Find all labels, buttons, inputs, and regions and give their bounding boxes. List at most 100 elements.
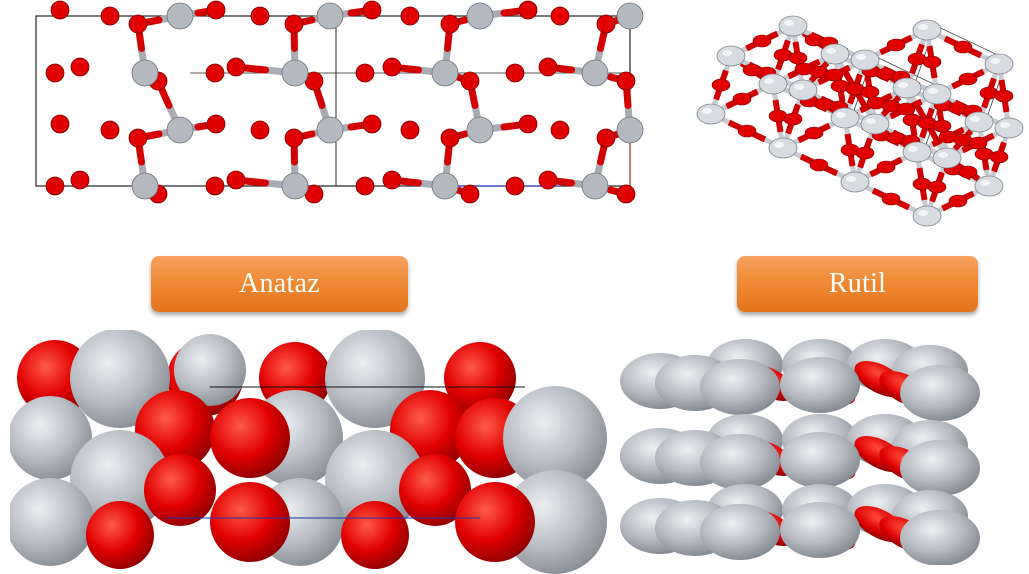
titanium-atom-highlight (764, 78, 774, 84)
titanium-atom-highlight (980, 180, 990, 186)
titanium-sphere (70, 430, 170, 530)
oxygen-atom (518, 0, 538, 20)
oxygen-atom (886, 38, 906, 52)
titanium-sphere (70, 330, 170, 428)
oxygen-atom (128, 128, 148, 148)
rutile-space-filling-model (620, 339, 980, 565)
titanium-atom (932, 147, 962, 169)
cell-edge (934, 24, 1008, 60)
titanium-atom-highlight (702, 108, 712, 114)
oxygen-atom (809, 158, 829, 172)
anatase-space-filling-cell-lines (165, 386, 525, 519)
oxygen-atom (596, 128, 616, 148)
oxygen-atom (711, 78, 731, 92)
titanium-atom-highlight (866, 118, 876, 124)
oxygen-atom (400, 6, 420, 26)
oxygen-atom (948, 194, 968, 208)
oxygen-sphere (455, 482, 535, 562)
titanium-atom (758, 73, 788, 95)
oxygen-atom (876, 160, 896, 174)
titanium-atom (912, 19, 942, 41)
oxygen-sphere (444, 342, 516, 414)
titanium-atom-highlight (1000, 122, 1010, 128)
titanium-atom-highlight (794, 84, 804, 90)
oxygen-atom (958, 165, 978, 179)
titanium-sphere (700, 434, 780, 490)
titanium-atom-highlight (826, 48, 836, 54)
oxygen-sphere (144, 454, 216, 526)
titanium-atom (778, 15, 808, 37)
anatase-ball-and-stick-model (35, 0, 644, 204)
titanium-sphere (174, 334, 246, 406)
oxygen-atom (855, 146, 875, 160)
titanium-atom (166, 116, 194, 144)
titanium-atom (902, 141, 932, 163)
oxygen-sphere (210, 482, 290, 562)
anatase-atoms (45, 0, 644, 204)
titanium-atom (316, 116, 344, 144)
titanium-sphere (700, 359, 780, 415)
oxygen-atom (881, 192, 901, 206)
oxygen-sphere (86, 501, 154, 569)
oxygen-atom (50, 0, 70, 20)
titanium-atom-highlight (938, 152, 948, 158)
titanium-atom (131, 59, 159, 87)
titanium-atom (281, 172, 309, 200)
titanium-atom-highlight (908, 146, 918, 152)
oxygen-atom (989, 150, 1009, 164)
oxygen-atom (860, 85, 880, 99)
titanium-atom (716, 45, 746, 67)
oxygen-atom (362, 114, 382, 134)
oxygen-atom (752, 34, 772, 48)
oxygen-atom (958, 72, 978, 86)
titanium-atom (131, 172, 159, 200)
titanium-atom (850, 49, 880, 71)
titanium-atom-highlight (836, 112, 846, 118)
oxygen-atom (206, 0, 226, 20)
rutile-ball-and-stick-model (696, 15, 1024, 227)
rutile-atoms (696, 15, 1024, 227)
oxygen-atom (382, 57, 402, 77)
oxygen-atom (226, 170, 246, 190)
oxygen-atom (355, 176, 375, 196)
oxygen-atom (45, 63, 65, 83)
anatase-bonds (134, 6, 634, 198)
oxygen-atom (226, 57, 246, 77)
anatase-space-filling-atoms (10, 330, 607, 574)
titanium-atom (974, 175, 1004, 197)
oxygen-atom (250, 6, 270, 26)
oxygen-atom (284, 14, 304, 34)
anatase-unit-cell-outline (35, 15, 631, 187)
oxygen-atom (50, 114, 70, 134)
oxygen-atom (732, 92, 752, 106)
titanium-atom (892, 77, 922, 99)
titanium-atom-highlight (970, 116, 980, 122)
rutile-space-filling-atoms (620, 339, 980, 565)
titanium-atom (166, 2, 194, 30)
oxygen-atom (382, 170, 402, 190)
oxygen-sphere (210, 398, 290, 478)
oxygen-atom (440, 14, 460, 34)
titanium-atom (431, 59, 459, 87)
titanium-atom-highlight (990, 58, 1000, 64)
oxygen-atom (250, 120, 270, 140)
oxygen-atom (538, 170, 558, 190)
titanium-atom-highlight (918, 210, 928, 216)
oxygen-atom (616, 71, 636, 91)
titanium-atom (912, 205, 942, 227)
oxygen-atom (994, 89, 1014, 103)
cell-edge (35, 15, 631, 187)
oxygen-atom (505, 176, 525, 196)
titanium-atom-highlight (928, 88, 938, 94)
titanium-sphere (900, 440, 980, 496)
oxygen-atom (968, 136, 988, 150)
titanium-atom (431, 172, 459, 200)
oxygen-atom (206, 114, 226, 134)
oxygen-atom (932, 119, 952, 133)
oxygen-atom (804, 126, 824, 140)
titanium-atom-highlight (722, 50, 732, 56)
titanium-atom-highlight (846, 176, 856, 182)
titanium-atom (964, 111, 994, 133)
titanium-atom (840, 171, 870, 193)
titanium-atom (466, 2, 494, 30)
